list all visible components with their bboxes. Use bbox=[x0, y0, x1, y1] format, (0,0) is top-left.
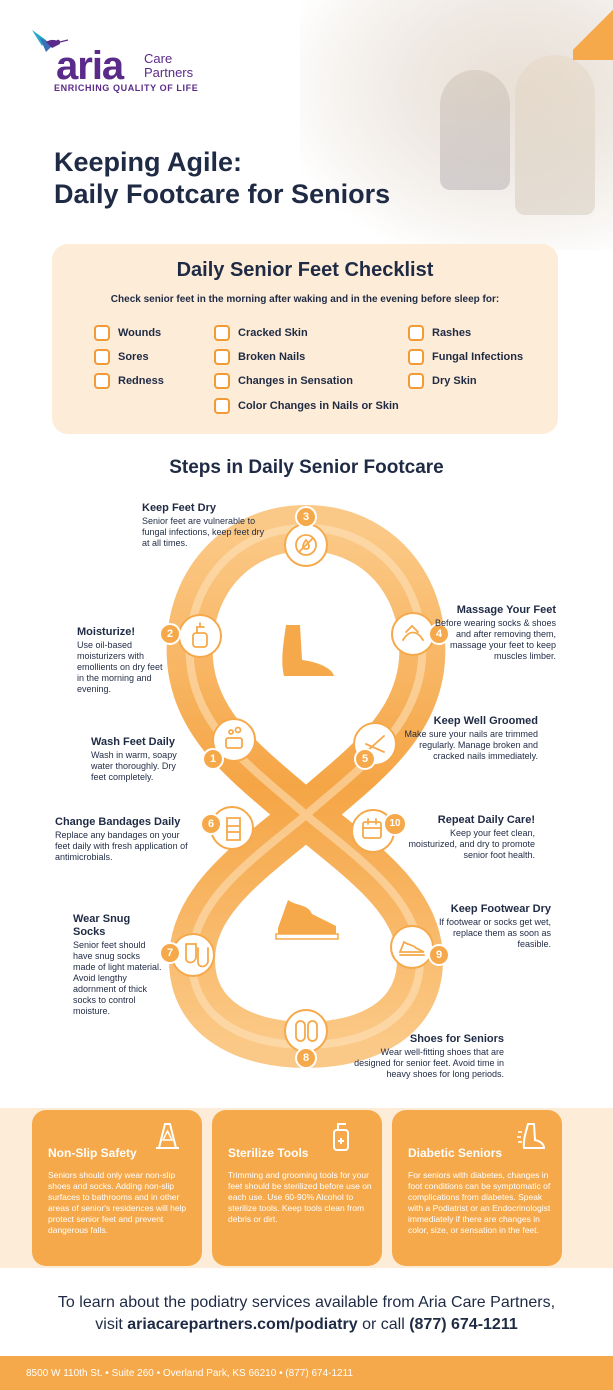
checkbox[interactable] bbox=[214, 349, 230, 365]
foot-pain-icon bbox=[517, 1123, 546, 1149]
spray-bottle-icon bbox=[333, 1123, 349, 1151]
step-badge-4: 4 bbox=[428, 623, 450, 645]
step-shoes-for-seniors: Shoes for Seniors Wear well-fitting shoe… bbox=[354, 1033, 504, 1079]
checklist-item-cracked-skin[interactable]: Cracked Skin bbox=[214, 324, 308, 342]
brand-subname: Care Partners bbox=[144, 51, 194, 80]
checklist-item-dry-skin[interactable]: Dry Skin bbox=[408, 372, 477, 390]
checklist-item-redness[interactable]: Redness bbox=[94, 372, 164, 390]
step-wear-snug-socks: Wear Snug Socks Senior feet should have … bbox=[73, 913, 162, 1016]
step-badge-2: 2 bbox=[159, 623, 181, 645]
figure-eight-highlight bbox=[185, 523, 427, 1050]
steps-title: Steps in Daily Senior Footcare bbox=[169, 457, 444, 478]
daily-checklist: Daily Senior Feet Checklist Check senior… bbox=[52, 244, 558, 434]
step-badge-1: 1 bbox=[202, 748, 224, 770]
step-badge-8: 8 bbox=[295, 1047, 317, 1069]
step-change-bandages-daily: Change Bandages Daily Replace any bandag… bbox=[55, 816, 188, 862]
figure-eight-ribbon bbox=[166, 505, 446, 1068]
calendar-repeat-icon bbox=[362, 818, 382, 839]
step-keep-well-groomed: Keep Well Groomed Make sure your nails a… bbox=[404, 715, 538, 761]
corner-accent bbox=[573, 0, 613, 60]
sneaker-illustration bbox=[275, 900, 339, 940]
checklist-subtitle: Check senior feet in the morning after w… bbox=[110, 294, 500, 305]
step-repeat-daily-care: Repeat Daily Care! Keep your feet clean,… bbox=[408, 814, 535, 860]
card-body: Seniors should only wear non-slip shoes … bbox=[48, 1170, 187, 1235]
step-badge-7: 7 bbox=[159, 942, 181, 964]
caregiver-figure bbox=[440, 70, 510, 190]
checklist-item-fungal-infections[interactable]: Fungal Infections bbox=[408, 348, 523, 366]
checkbox[interactable] bbox=[408, 325, 424, 341]
checklist-title: Daily Senior Feet Checklist bbox=[176, 259, 434, 281]
checklist-item-rashes[interactable]: Rashes bbox=[408, 324, 471, 342]
bandaged-foot-icon bbox=[226, 817, 241, 841]
checkbox[interactable] bbox=[94, 373, 110, 389]
soap-icon bbox=[225, 726, 243, 749]
website-link[interactable]: ariacarepartners.com/podiatry bbox=[127, 1316, 358, 1333]
card-body: For seniors with diabetes, changes in fo… bbox=[408, 1170, 551, 1235]
checkbox[interactable] bbox=[214, 373, 230, 389]
checklist-item-wounds[interactable]: Wounds bbox=[94, 324, 161, 342]
step-icon-circles bbox=[171, 523, 435, 1053]
checkbox[interactable] bbox=[408, 349, 424, 365]
checkbox[interactable] bbox=[94, 349, 110, 365]
slippers-icon bbox=[295, 1020, 318, 1042]
checklist-item-color-changes[interactable]: Color Changes in Nails or Skin bbox=[214, 397, 399, 415]
shoe-icon bbox=[398, 940, 425, 956]
call-to-action: To learn about the podiatry services ava… bbox=[57, 1294, 556, 1333]
step-badge-10: 10 bbox=[383, 812, 407, 836]
card-sterilize-tools: Sterilize Tools Trimming and grooming to… bbox=[212, 1110, 382, 1266]
checklist-item-broken-nails[interactable]: Broken Nails bbox=[214, 348, 305, 366]
card-title: Non-Slip Safety bbox=[48, 1146, 137, 1160]
massage-hands-icon bbox=[402, 624, 424, 641]
socks-icon bbox=[185, 943, 209, 968]
no-water-icon bbox=[295, 534, 317, 556]
checklist-item-changes-in-sensation[interactable]: Changes in Sensation bbox=[214, 372, 353, 390]
hummingbird-icon bbox=[32, 30, 69, 52]
step-badge-9: 9 bbox=[428, 944, 450, 966]
senior-figure bbox=[515, 55, 595, 215]
step-wash-feet-daily: Wash Feet Daily Wash in warm, soapy wate… bbox=[91, 736, 177, 782]
page-title: Keeping Agile: Daily Footcare for Senior… bbox=[54, 147, 391, 209]
brand-name: aria bbox=[56, 44, 124, 88]
checkbox[interactable] bbox=[214, 325, 230, 341]
step-moisturize: Moisturize! Use oil-based moisturizers w… bbox=[77, 626, 163, 694]
checklist-item-sores[interactable]: Sores bbox=[94, 348, 149, 366]
foot-illustration bbox=[282, 625, 334, 676]
step-keep-feet-dry: Keep Feet Dry Senior feet are vulnerable… bbox=[142, 502, 265, 548]
wet-floor-sign-icon bbox=[156, 1123, 179, 1149]
card-non-slip-safety: Non-Slip Safety Seniors should only wear… bbox=[32, 1110, 202, 1266]
brand-logo[interactable]: aria Care Partners ENRICHING QUALITY OF … bbox=[30, 26, 230, 96]
lotion-bottle-icon bbox=[192, 622, 208, 648]
checkbox[interactable] bbox=[408, 373, 424, 389]
checkbox[interactable] bbox=[94, 325, 110, 341]
phone-link[interactable]: (877) 674-1211 bbox=[409, 1316, 518, 1333]
step-badge-5: 5 bbox=[354, 748, 376, 770]
step-badge-3: 3 bbox=[295, 506, 317, 528]
card-title: Sterilize Tools bbox=[228, 1146, 309, 1160]
card-title: Diabetic Seniors bbox=[408, 1146, 503, 1160]
step-badge-6: 6 bbox=[200, 813, 222, 835]
brand-tagline: ENRICHING QUALITY OF LIFE bbox=[54, 83, 199, 93]
step-massage-your-feet: Massage Your Feet Before wearing socks &… bbox=[434, 604, 556, 661]
step-keep-footwear-dry: Keep Footwear Dry If footwear or socks g… bbox=[438, 903, 551, 949]
card-body: Trimming and grooming tools for your fee… bbox=[228, 1170, 372, 1224]
checkbox[interactable] bbox=[214, 398, 230, 414]
card-diabetic-seniors: Diabetic Seniors For seniors with diabet… bbox=[392, 1110, 562, 1266]
footer-address: 8500 W 110th St. • Suite 260 • Overland … bbox=[26, 1368, 353, 1379]
footer-bar bbox=[0, 1356, 613, 1390]
